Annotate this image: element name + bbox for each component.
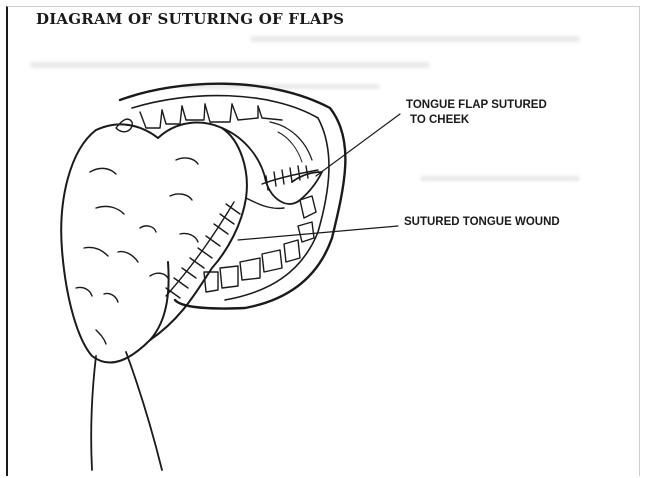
label-tongue-flap-line1: TONGUE FLAP SUTURED <box>406 98 547 113</box>
cheek-suture <box>262 166 318 190</box>
tongue-left-lobe <box>61 130 168 363</box>
palate-line <box>270 122 312 160</box>
tongue-wound-suture <box>166 202 240 298</box>
leader-line-flap <box>316 114 400 176</box>
label-tongue-flap: TONGUE FLAP SUTURED TO CHEEK <box>406 98 547 128</box>
tongue-flap <box>222 128 322 204</box>
lower-teeth <box>204 196 316 292</box>
label-sutured-wound: SUTURED TONGUE WOUND <box>404 215 560 230</box>
tongue-texture <box>76 158 198 344</box>
leader-line-wound <box>238 226 398 240</box>
chin-line-right <box>126 352 162 470</box>
chin-line-left <box>91 356 96 470</box>
inner-lip-outline <box>132 96 329 300</box>
label-tongue-flap-line2: TO CHEEK <box>406 113 547 128</box>
